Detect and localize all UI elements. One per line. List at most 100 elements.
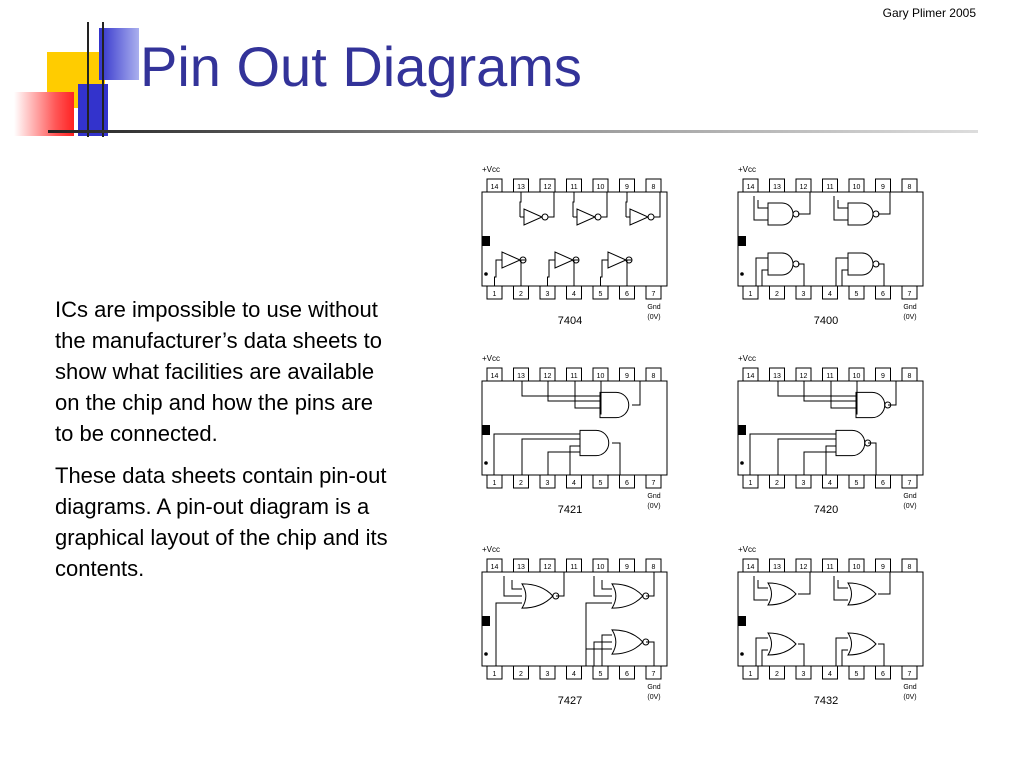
wire bbox=[601, 580, 612, 590]
top-pin-number: 9 bbox=[881, 373, 885, 380]
bottom-pin bbox=[769, 474, 785, 489]
wire bbox=[572, 192, 577, 218]
top-pin-number: 14 bbox=[747, 184, 755, 191]
wire bbox=[521, 438, 580, 475]
part-number: 7420 bbox=[814, 504, 838, 516]
gnd-volts-label: (0V) bbox=[647, 694, 660, 701]
top-pin-number: 12 bbox=[800, 184, 808, 191]
or-gate-body bbox=[767, 632, 797, 656]
pin1-dot bbox=[484, 652, 488, 656]
part-number: 7432 bbox=[814, 695, 838, 707]
wire bbox=[521, 381, 600, 397]
nand-gate-body bbox=[767, 252, 794, 276]
wire bbox=[837, 580, 848, 589]
top-pin-number: 8 bbox=[908, 373, 912, 380]
top-pin bbox=[742, 178, 759, 193]
nand-gate bbox=[767, 202, 800, 226]
wire bbox=[798, 572, 811, 595]
top-pin-number: 14 bbox=[747, 564, 755, 571]
gnd-volts-label: (0V) bbox=[903, 503, 916, 510]
wire bbox=[749, 433, 836, 475]
top-pin-number: 8 bbox=[908, 184, 912, 191]
wire bbox=[556, 572, 565, 597]
top-pin-number: 11 bbox=[826, 184, 833, 191]
wire bbox=[757, 580, 768, 589]
nor-gate-body bbox=[611, 629, 644, 655]
wire bbox=[878, 572, 891, 595]
pin1-dot bbox=[740, 652, 744, 656]
bottom-pin-number: 4 bbox=[828, 671, 832, 678]
wire bbox=[548, 192, 555, 218]
chip-notch bbox=[738, 425, 746, 435]
bottom-pin-number: 4 bbox=[828, 291, 832, 298]
body-text: ICs are impossible to use without the ma… bbox=[55, 294, 395, 595]
top-pin bbox=[822, 558, 838, 573]
bottom-pin-number: 6 bbox=[881, 671, 885, 678]
bottom-pin-number: 7 bbox=[652, 480, 656, 487]
wire bbox=[761, 649, 768, 666]
bottom-pin bbox=[848, 285, 865, 300]
top-pin-number: 13 bbox=[517, 373, 525, 380]
bottom-pin bbox=[769, 665, 785, 680]
top-pin bbox=[822, 178, 838, 193]
deco-vertical-line bbox=[87, 22, 89, 137]
top-pin bbox=[901, 558, 918, 573]
top-pin-number: 11 bbox=[570, 564, 577, 571]
not-gate-body bbox=[629, 208, 650, 226]
part-number: 7400 bbox=[814, 315, 838, 327]
wire bbox=[654, 192, 661, 218]
or-gate bbox=[847, 582, 877, 606]
wire bbox=[520, 259, 526, 286]
wire bbox=[798, 263, 805, 286]
bottom-pin bbox=[901, 665, 918, 680]
chip-body bbox=[737, 191, 924, 287]
bottom-pin-number: 7 bbox=[908, 480, 912, 487]
and-gate bbox=[579, 429, 610, 457]
bottom-pin-number: 5 bbox=[855, 291, 859, 298]
wire bbox=[825, 445, 836, 475]
top-pin bbox=[513, 558, 529, 573]
gnd-volts-label: (0V) bbox=[903, 694, 916, 701]
bottom-pin bbox=[645, 474, 662, 489]
top-pin bbox=[645, 178, 662, 193]
wire bbox=[495, 602, 522, 666]
bottom-pin-number: 2 bbox=[775, 671, 779, 678]
vcc-label: +Vcc bbox=[482, 545, 500, 554]
top-pin-number: 8 bbox=[652, 373, 656, 380]
vcc-label: +Vcc bbox=[482, 354, 500, 363]
bottom-pin bbox=[875, 474, 891, 489]
wire bbox=[626, 259, 632, 286]
bottom-pin-number: 3 bbox=[546, 291, 550, 298]
bottom-pin bbox=[486, 665, 503, 680]
wire bbox=[761, 269, 768, 286]
wire bbox=[593, 641, 612, 666]
bottom-pin-number: 1 bbox=[749, 671, 753, 678]
wire bbox=[833, 576, 848, 601]
nor-gate bbox=[611, 629, 650, 655]
bottom-pin bbox=[875, 285, 891, 300]
top-pin bbox=[901, 178, 918, 193]
top-pin-number: 8 bbox=[652, 564, 656, 571]
bottom-pin-number: 5 bbox=[855, 671, 859, 678]
wire bbox=[841, 649, 848, 666]
wire bbox=[503, 576, 522, 597]
bottom-pin-number: 2 bbox=[775, 291, 779, 298]
bottom-pin bbox=[619, 474, 635, 489]
wire bbox=[868, 442, 877, 475]
top-pin bbox=[513, 367, 529, 382]
top-pin bbox=[742, 558, 759, 573]
or-gate bbox=[847, 632, 877, 656]
or-gate-body bbox=[847, 582, 877, 606]
bottom-pin-number: 1 bbox=[493, 291, 497, 298]
or-gate bbox=[767, 582, 797, 606]
top-pin bbox=[566, 367, 582, 382]
wire bbox=[753, 576, 768, 601]
bottom-pin-number: 5 bbox=[599, 291, 603, 298]
top-pin bbox=[875, 178, 891, 193]
wire bbox=[494, 259, 502, 286]
chip-notch bbox=[738, 616, 746, 626]
